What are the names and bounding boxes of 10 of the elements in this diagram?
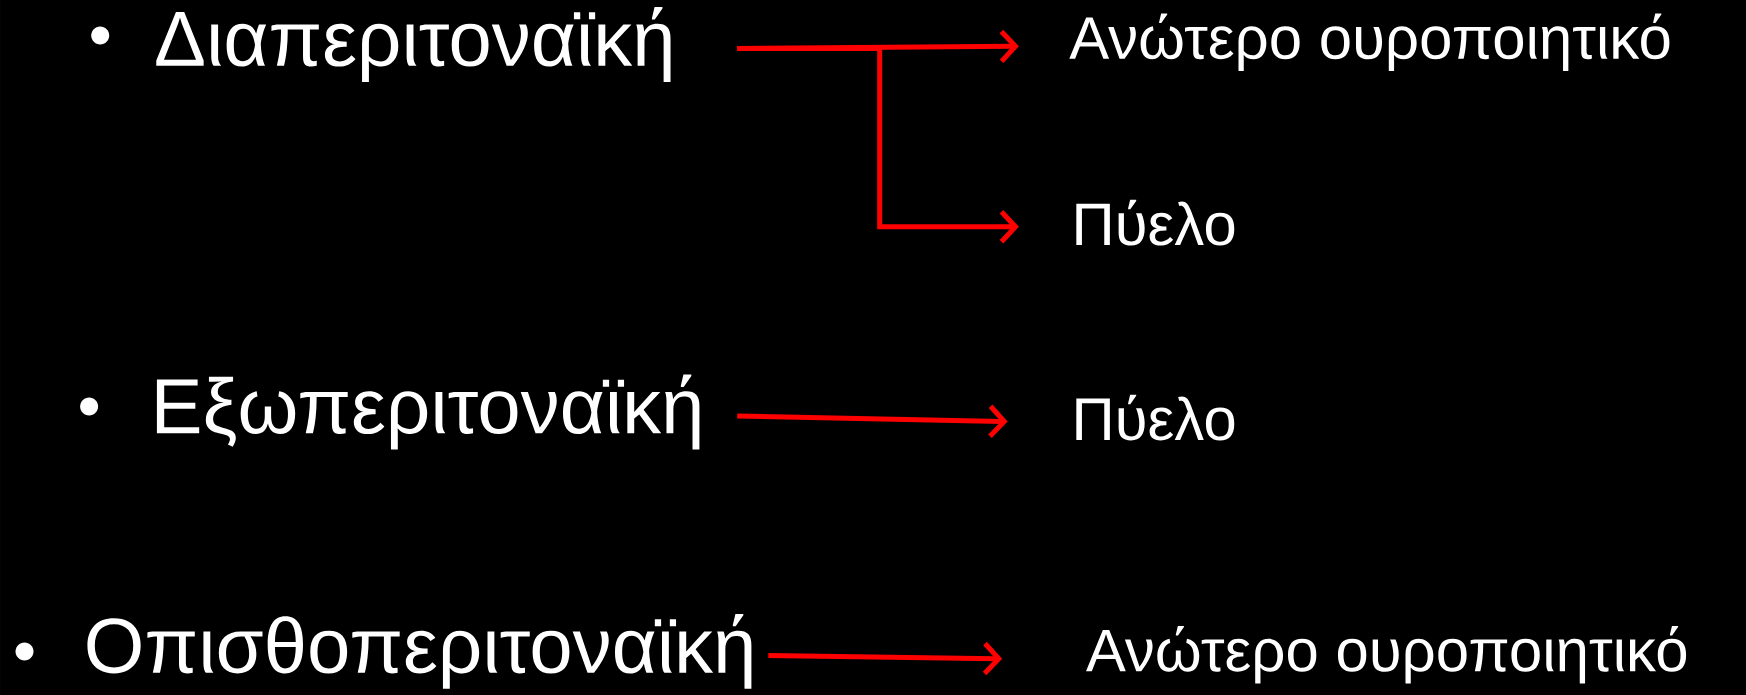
target-text: Ανώτερο ουροποιητικό xyxy=(1086,625,1687,684)
arrow xyxy=(737,404,1008,438)
list-item-text: Οπισθοπεριτοναϊκή xyxy=(87,613,752,689)
arrow xyxy=(768,641,1003,676)
list-item-text: Εξωπεριτοναϊκή xyxy=(156,374,700,450)
list-item-text: Διαπεριτοναϊκή xyxy=(156,7,671,82)
arrow xyxy=(737,46,1019,244)
target-text: Πύελο xyxy=(1076,394,1235,441)
target-text: Ανώτερο ουροποιητικό xyxy=(1069,13,1670,72)
target-text: Πύελο xyxy=(1076,199,1235,246)
